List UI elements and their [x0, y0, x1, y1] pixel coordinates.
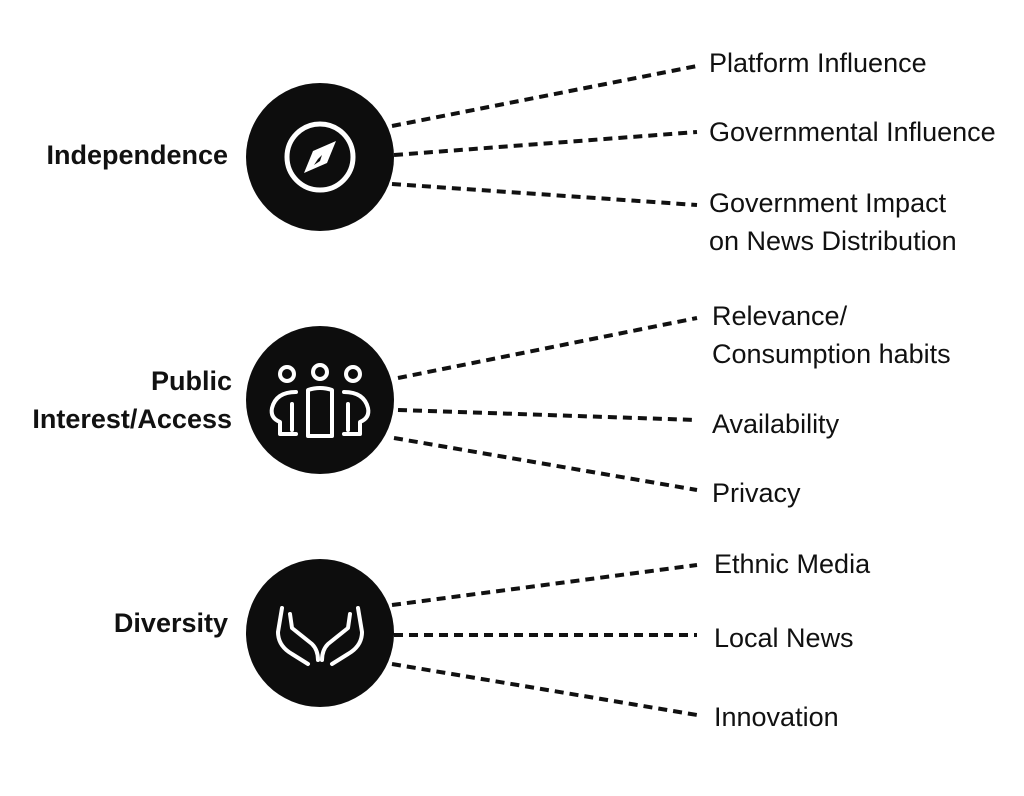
independence-node — [246, 83, 394, 231]
leaf-availability: Availability — [712, 409, 840, 439]
diversity-circle — [246, 559, 394, 707]
leaf-government-impact: Government Impact on News Distribution — [709, 188, 957, 256]
connector-governmental-influence — [393, 130, 698, 157]
connector-ethnic-media — [391, 563, 698, 607]
connector-privacy — [393, 436, 698, 492]
leaf-platform-influence: Platform Influence — [709, 48, 927, 78]
category-label-diversity: Diversity — [113, 608, 228, 638]
diversity-node — [246, 559, 394, 707]
connector-government-impact — [391, 182, 698, 207]
connector-platform-influence — [391, 64, 698, 128]
leaf-privacy: Privacy — [712, 478, 801, 508]
compass-icon — [284, 121, 356, 193]
leaf-innovation: Innovation — [714, 702, 839, 732]
category-label-public-interest: Public Interest/Access — [32, 366, 232, 434]
leaf-governmental-influence: Governmental Influence — [709, 117, 996, 147]
open-hands-icon — [276, 606, 364, 666]
leaf-relevance-consumption: Relevance/ Consumption habits — [712, 301, 951, 369]
connectors-public-interest — [393, 316, 698, 492]
public-interest-circle — [246, 326, 394, 474]
leaf-local-news: Local News — [714, 623, 854, 653]
leaf-ethnic-media: Ethnic Media — [714, 549, 871, 579]
connectors-independence — [391, 64, 698, 207]
public-interest-node — [246, 326, 394, 474]
connectors-diversity — [391, 563, 698, 717]
category-label-independence: Independence — [46, 140, 228, 170]
connector-innovation — [391, 662, 698, 717]
connector-relevance — [397, 316, 698, 380]
people-icon — [269, 363, 371, 438]
connector-availability — [397, 408, 698, 422]
